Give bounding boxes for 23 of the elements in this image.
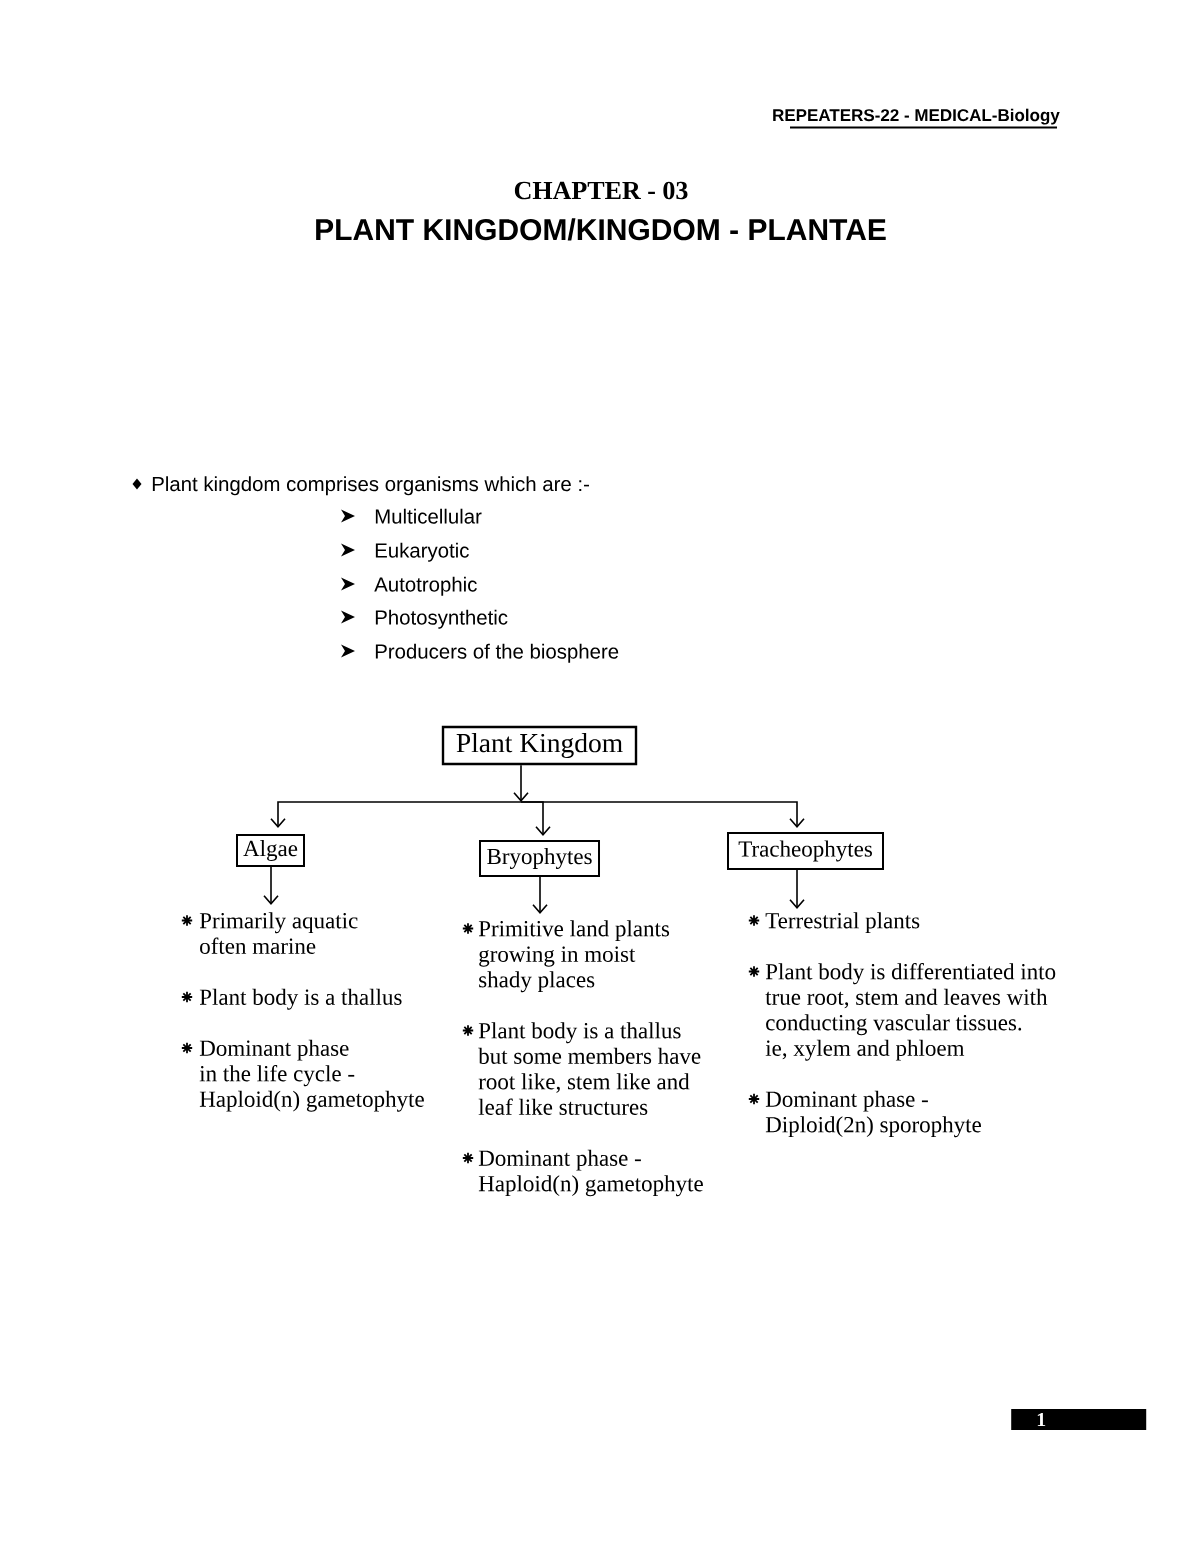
list-item: Multicellular <box>375 508 482 524</box>
category-box: Algae <box>236 834 305 867</box>
list-item: Photosynthetic <box>375 609 508 629</box>
chapter-heading: CHAPTER - 03 <box>514 181 688 200</box>
category-box: Bryophytes <box>479 840 600 877</box>
arrow <box>789 869 805 909</box>
list-item: Autotrophic <box>374 576 477 596</box>
list-item: Producers of the biosphere <box>375 643 619 663</box>
page-header: REPEATERS-22 - MEDICAL-Biology <box>773 108 1060 125</box>
page-title: PLANT KINGDOM/KINGDOM - PLANTAE <box>316 218 886 241</box>
bullet-list: Terrestrial plants Plant body is differentiated into true root, stem and leaves with conducting vascular tissues. ie, xylem and phloem Dominant phase - Diploid(2n) sporophyte <box>765 912 1056 1138</box>
bullet-list: Primitive land plants growing in moist shady places Plant body is a thallus but some members have root like, stem like and leaf like structures Dominant phase - Haploid(n) gametophyte <box>478 920 703 1197</box>
arrow <box>520 801 805 828</box>
arrow <box>532 876 548 914</box>
arrow <box>270 801 522 828</box>
list-item: Eukaryotic <box>375 542 469 562</box>
arrow <box>513 764 529 802</box>
root-box: Plant Kingdom <box>441 725 638 766</box>
intro-line: Plant kingdom comprises organisms which are :- <box>152 476 589 496</box>
page-number: 1 <box>1011 1409 1147 1430</box>
category-box: Tracheophytes <box>727 832 884 870</box>
bullet-list: Primarily aquatic often marine Plant body is a thallus Dominant phase in the life cycle - Haploid(n) gametophyte <box>199 912 424 1112</box>
arrow <box>263 866 279 905</box>
